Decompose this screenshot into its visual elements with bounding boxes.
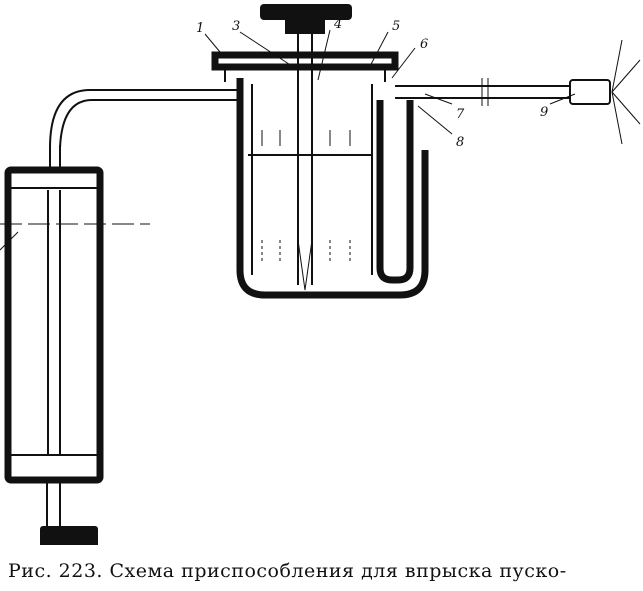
reservoir-vessel <box>211 51 429 299</box>
pump-cylinder <box>0 166 150 484</box>
figure-caption: Рис. 223. Схема приспособления для впрыс… <box>8 560 567 582</box>
label-1: 1 <box>196 21 204 36</box>
label-3: 3 <box>232 19 240 34</box>
injector-diagram: 1 3 4 5 6 7 8 9 <box>0 4 641 545</box>
pump-outlet-tube <box>49 89 240 172</box>
label-6: 6 <box>420 37 428 52</box>
airflow-arrows <box>261 130 351 262</box>
outlet-tube <box>395 78 570 106</box>
label-8: 8 <box>456 135 464 150</box>
label-5: 5 <box>392 19 400 34</box>
spray-nozzle <box>569 39 641 145</box>
label-7: 7 <box>456 107 465 122</box>
leader-lines <box>204 29 576 135</box>
label-9: 9 <box>540 105 548 120</box>
pump-handle <box>40 480 98 545</box>
label-4: 4 <box>333 17 342 32</box>
central-rod <box>260 4 352 291</box>
